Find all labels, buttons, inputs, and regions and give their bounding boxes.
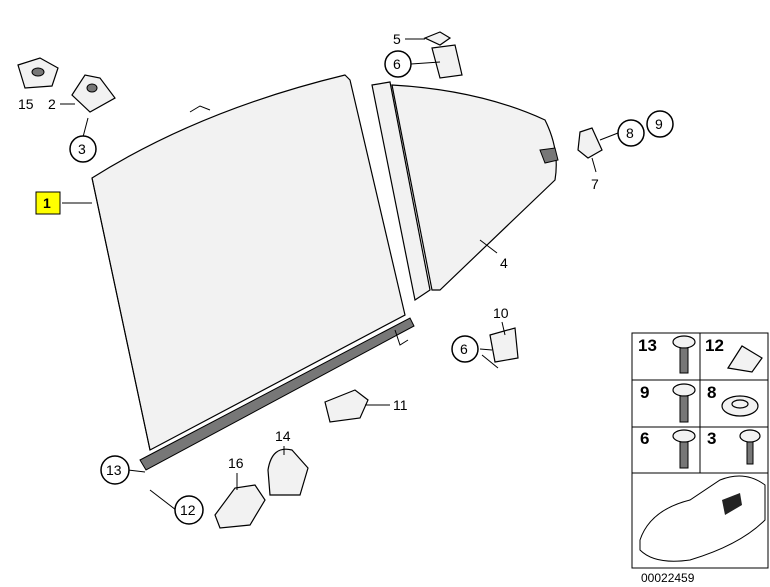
panel-label-12: 12 — [705, 336, 724, 355]
screw-13-icon — [672, 335, 696, 374]
callout-2: 2 — [48, 96, 56, 112]
part-16-cover[interactable] — [214, 484, 266, 529]
part-4-rear-quarter-panel[interactable] — [371, 81, 559, 301]
panel-label-13: 13 — [638, 336, 657, 355]
callout-4: 4 — [500, 255, 508, 271]
part-7-cap[interactable] — [577, 127, 603, 159]
callout-9: 9 — [655, 116, 663, 132]
part-1-sunblind[interactable] — [91, 74, 415, 471]
callout-6a: 6 — [393, 56, 401, 72]
panel-label-8: 8 — [707, 383, 716, 402]
callout-circle-9 — [646, 110, 674, 138]
screw-6-icon — [672, 429, 696, 469]
car-locator-icon — [639, 475, 766, 562]
part-11-clip[interactable] — [324, 389, 369, 423]
callout-14: 14 — [275, 428, 291, 444]
panel-label-9: 9 — [640, 383, 649, 402]
callout-10: 10 — [493, 305, 509, 321]
callout-6b: 6 — [460, 341, 468, 357]
screw-9-icon — [672, 383, 696, 423]
callout-circle-8 — [617, 119, 645, 147]
part-10-bracket[interactable] — [481, 327, 519, 369]
callout-circle-3 — [69, 135, 97, 163]
part-15-clip[interactable] — [17, 57, 59, 89]
callout-3: 3 — [78, 141, 86, 157]
callout-15: 15 — [18, 96, 34, 112]
leader-lines — [60, 38, 619, 511]
callout-12: 12 — [180, 502, 196, 518]
part-2-holder[interactable] — [71, 74, 116, 113]
part-14-cover[interactable] — [267, 448, 309, 496]
callout-11: 11 — [393, 397, 408, 413]
fastener-panel: 13 12 9 8 6 3 — [631, 332, 769, 569]
part-5-bracket[interactable] — [423, 31, 452, 46]
panel-label-3: 3 — [707, 429, 716, 448]
callout-1: 1 — [43, 195, 51, 211]
callout-5: 5 — [393, 31, 401, 47]
callout-16: 16 — [228, 455, 244, 471]
callout-7: 7 — [591, 176, 599, 192]
washer-8-icon — [721, 395, 759, 417]
callout-circle-6a — [384, 50, 412, 78]
diagram-id-caption: 00022459 — [641, 571, 695, 585]
panel-label-6: 6 — [640, 429, 649, 448]
callout-circle-13 — [100, 455, 130, 485]
callout-13: 13 — [106, 462, 122, 478]
callout-box-1 — [35, 191, 61, 215]
screw-3-icon — [739, 429, 761, 465]
callout-circle-6b — [451, 335, 479, 363]
callout-circle-12 — [174, 495, 204, 525]
callout-8: 8 — [626, 125, 634, 141]
clip-12-icon — [727, 345, 763, 373]
part-6-plate[interactable] — [431, 44, 463, 79]
